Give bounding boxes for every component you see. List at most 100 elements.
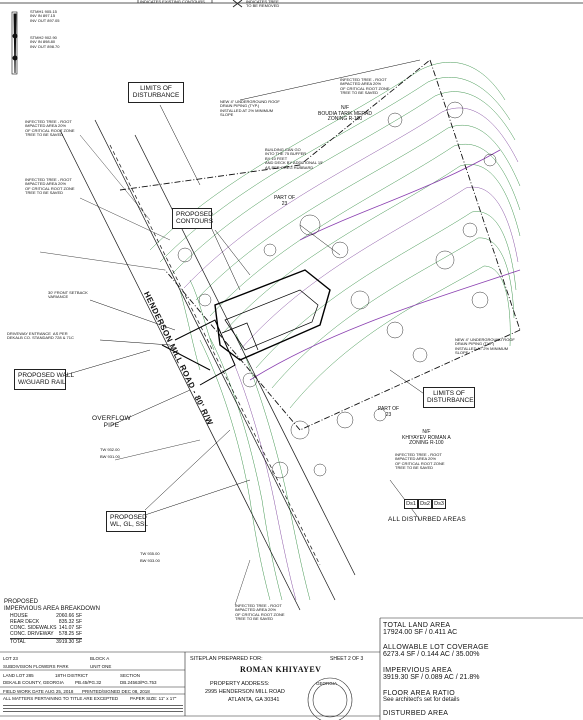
ds3-box: Ds3: [432, 499, 446, 510]
seal-icon: [307, 677, 353, 720]
block-letter: BLOCK A: [90, 656, 110, 661]
tree-note: INFECTED TREE - ROOT IMPACTED AREA 20% O…: [235, 603, 285, 622]
impervious-total-value: 3919.30 SF: [56, 639, 82, 645]
impervious-row: REAR DECK 835.32 SF: [10, 619, 82, 625]
impervious-item: CONC. DRIVEWAY: [10, 631, 54, 637]
impervious-value: 2060.66 SF: [56, 613, 82, 619]
impervious-row: CONC. SIDEWALKS 141.07 SF: [10, 625, 82, 631]
floor-area-ratio-value: See architect's set for details: [383, 697, 460, 703]
house-footprint: [214, 269, 331, 361]
printed-date: PRINTED/SIGNED DEC 08, 2018: [82, 689, 150, 694]
front-setback-note: 30' FRONT SETBACK VARIANCE: [48, 290, 88, 300]
existing-contours-legend: INDICATES EXISTING CONTOURS: [140, 0, 205, 4]
plat-book: PB.45/PG.32: [75, 680, 102, 685]
limits-of-disturbance-line-2: [299, 149, 501, 241]
impervious-row: CONC. DRIVEWAY 578.25 SF: [10, 631, 82, 637]
underground-drain-note-right: NEW 4" UNDERGROUND ROOF DRAIN PIPING (TY…: [455, 337, 515, 356]
impervious-value: 141.07 SF: [58, 625, 82, 631]
impervious-item: CONC. SIDEWALKS: [10, 625, 57, 631]
allowable-coverage-value: 6273.4 SF / 0.144 AC / 35.00%: [383, 651, 480, 658]
all-disturbed-areas-label: ALL DISTURBED AREAS: [388, 516, 466, 523]
ds-boxes: Ds1 Ds2 Ds3: [404, 499, 446, 510]
legend-frame: [0, 0, 583, 4]
impervious-breakdown-title: PROPOSED IMPERVIOUS AREA BREAKDOWN: [4, 599, 100, 612]
wall-spot: BW 933.00: [140, 558, 160, 563]
part-of-lot-right: PART OF 23: [378, 406, 400, 418]
property-address-line1: 2995 HENDERSON MILL ROAD: [205, 689, 285, 695]
deed-book: DB.24563/PG.753: [120, 680, 157, 685]
impervious-row: HOUSE 2060.66 SF: [10, 613, 82, 619]
storm-manhole-2: STMH2 902.90 INV IN 898.80 INV OUT 898.7…: [30, 35, 60, 49]
property-address-label: PROPERTY ADDRESS:: [210, 681, 270, 687]
disturbed-area-label: DISTURBED AREA: [383, 710, 449, 717]
limits-of-disturbance-callout: LIMITS OF DISTURBANCE: [128, 82, 184, 103]
building-buffer-note: BUILDING CAN GO INTO THE 75 BUFFER BY 10…: [265, 147, 324, 170]
impervious-area-label: IMPERVIOUS AREA: [383, 667, 452, 674]
total-land-area-value: 17924.00 SF / 0.411 AC: [383, 629, 458, 636]
henderson-mill-road: [59, 119, 356, 611]
county: DEKALB COUNTY, GEORGIA: [3, 680, 64, 685]
subdivision: SUBDIVISION FLOWERS PARK: [3, 664, 69, 669]
neighbor-top-label: N/F BOUDIA TARIK MERAD ZONING R-100: [318, 105, 372, 122]
ds1-box: Ds1: [404, 499, 418, 510]
fine-print-notes: [3, 703, 183, 714]
prepared-for-label: SITEPLAN PREPARED FOR:: [190, 656, 263, 662]
driveway-entrance-note: DRIVEWAY ENTRANCE AS PER DEKALB CO. STAN…: [7, 331, 74, 341]
wall-spot: BW 931.00: [100, 454, 120, 459]
impervious-item: REAR DECK: [10, 619, 40, 625]
title-block-frame: [0, 617, 583, 720]
limits-of-disturbance-callout-right: LIMITS OF DISTURBANCE: [423, 387, 475, 408]
north-arrow-icon: [11, 11, 18, 75]
impervious-total-label: TOTAL: [10, 639, 26, 645]
storm2-line: INV IN 898.80: [30, 39, 56, 45]
lot-number: LOT 23: [3, 656, 18, 661]
storm1-line: INV OUT 897.05: [30, 17, 60, 23]
floor-area-ratio-label: FLOOR AREA RATIO: [383, 690, 455, 697]
trees: [177, 101, 497, 479]
area-leaders: [39, 134, 251, 606]
field-work-date: FIELD WORK DATE AUG 25, 2018: [3, 689, 74, 694]
part-of-lot-top: PART OF 23: [274, 195, 296, 207]
sheet-number: SHEET 2 OF 3: [330, 656, 364, 662]
disturbed-area-block: DISTURBED AREA: [383, 710, 581, 717]
storm1-line: INV IN 897.15: [30, 13, 56, 19]
floor-area-ratio-block: FLOOR AREA RATIO See architect's set for…: [383, 690, 581, 703]
limits-of-disturbance-line: [249, 269, 521, 381]
impervious-item: HOUSE: [10, 613, 28, 619]
paper-size: PAPER SIZE: 11" x 17": [130, 696, 177, 701]
allowable-coverage-block: ALLOWABLE LOT COVERAGE 6273.4 SF / 0.144…: [383, 644, 581, 658]
driveway: [161, 319, 236, 386]
tree-remove-legend: INDICATES TREE TO BE REMOVED: [246, 0, 280, 9]
storm1-line: STMH1 905.15: [30, 9, 57, 14]
wall-spot: TW 932.00: [100, 447, 120, 452]
tree-remove-x-icon: [232, 0, 243, 8]
tree-note: INFECTED TREE - ROOT IMPACTED AREA 20% O…: [340, 77, 390, 96]
proposed-utilities-callout: PROPOSED WL, GL, SSL: [106, 511, 148, 532]
leader-lines: [64, 59, 441, 521]
tree-note: INFECTED TREE - ROOT IMPACTED AREA 20% O…: [25, 119, 75, 138]
ds2-box: Ds2: [418, 499, 432, 510]
overflow-pipe-note: OVERFLOW PIPE: [92, 415, 131, 430]
unit: UNIT ONE: [90, 664, 112, 669]
impervious-breakdown-table: HOUSE 2060.66 SF REAR DECK 835.32 SF CON…: [10, 613, 82, 645]
impervious-value: 835.32 SF: [58, 619, 82, 625]
impervious-total-row: TOTAL 3919.30 SF: [10, 638, 82, 645]
property-boundary: [119, 59, 521, 431]
storm2-line: STMH2 902.90: [30, 35, 57, 40]
district: 18TH DISTRICT: [55, 673, 89, 678]
tree-note: INFECTED TREE - ROOT IMPACTED AREA 20% O…: [395, 452, 445, 471]
neighbor-right-label: N/F KHIYAYEV ROMAN A ZONING R-100: [402, 429, 451, 446]
land-lot: LAND LOT 285: [3, 673, 34, 678]
title-exception: ALL MATTERS PERTAINING TO TITLE ARE EXCE…: [3, 696, 119, 701]
impervious-area-value: 3919.30 SF / 0.089 AC / 21.8%: [383, 674, 480, 681]
total-land-area-label: TOTAL LAND AREA: [383, 622, 451, 629]
underground-drain-note: NEW 4" UNDERGROUND ROOF DRAIN PIPING (TY…: [220, 99, 280, 118]
tree-note: INFECTED TREE - ROOT IMPACTED AREA 20% O…: [25, 177, 75, 196]
storm-manhole-1: STMH1 905.15 INV IN 897.15 INV OUT 897.0…: [30, 9, 60, 23]
property-address-line2: ATLANTA, GA 30341: [228, 697, 280, 703]
impervious-value: 578.25 SF: [58, 631, 82, 637]
storm2-line: INV OUT 898.70: [30, 43, 60, 49]
client-name: ROMAN KHIYAYEV: [240, 665, 322, 674]
